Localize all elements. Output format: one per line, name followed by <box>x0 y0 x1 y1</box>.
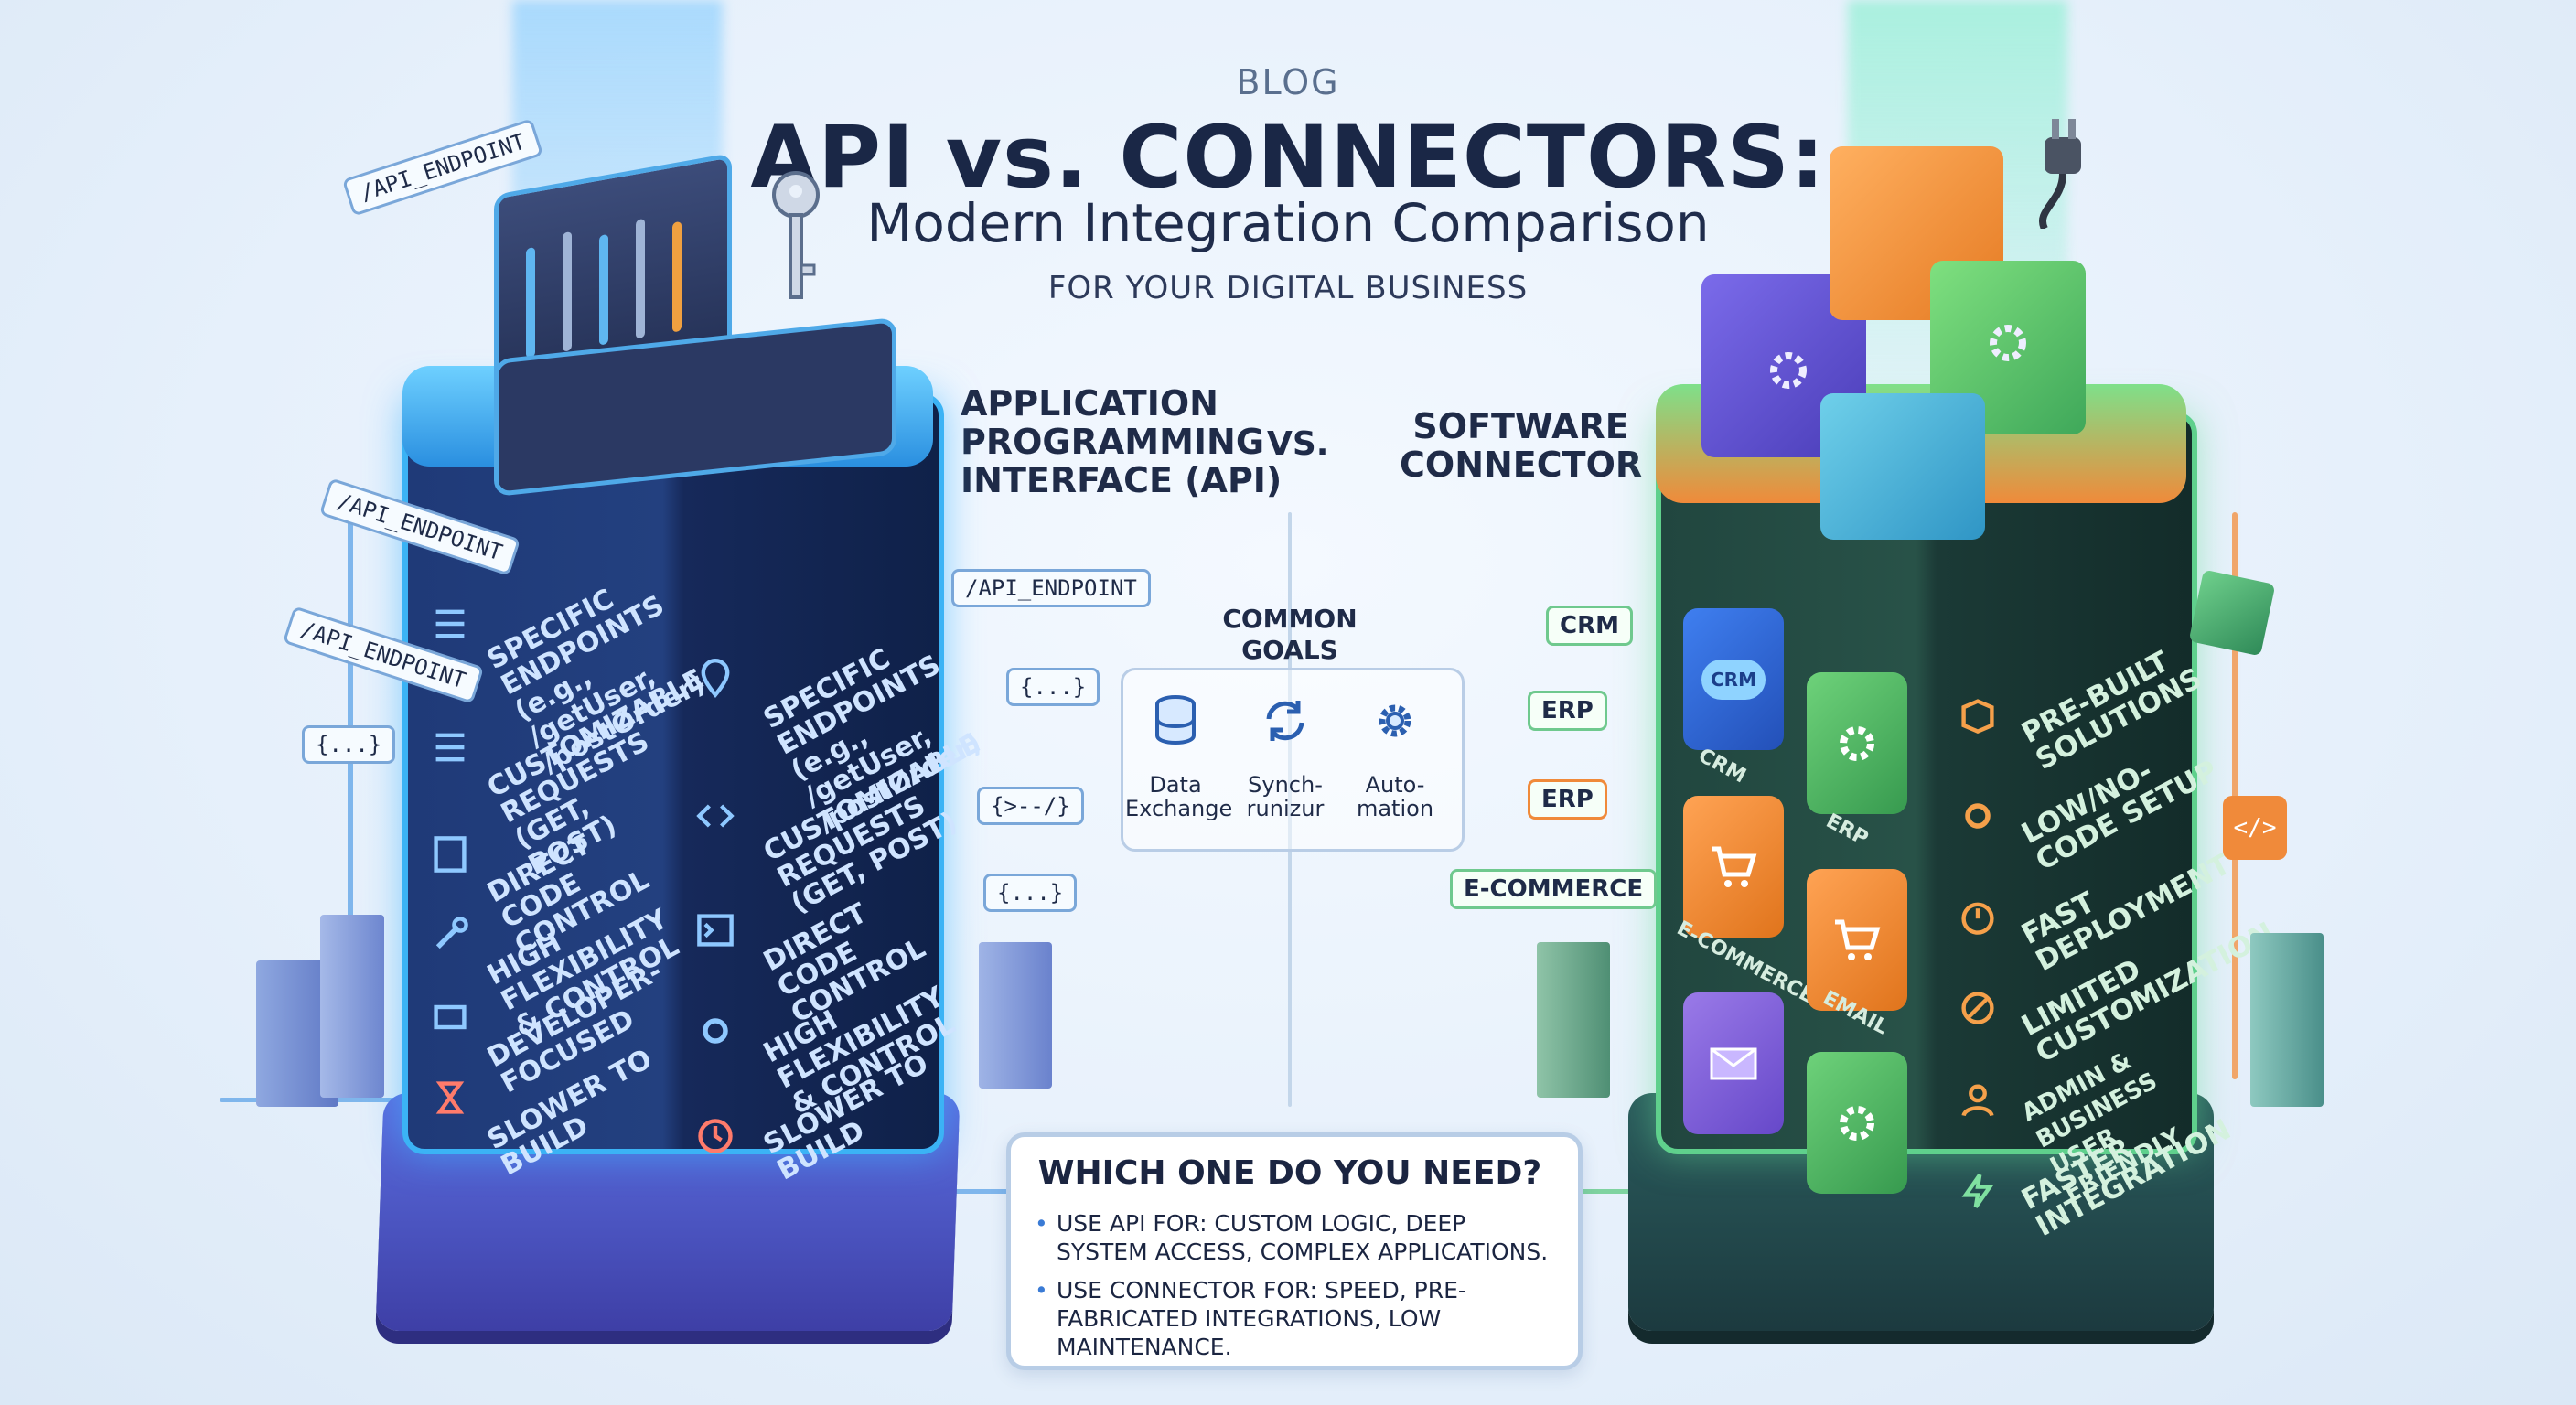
list-icon <box>430 727 470 767</box>
circuit-line <box>933 1189 1015 1194</box>
terminal-icon <box>695 910 735 950</box>
building-icon <box>979 942 1052 1089</box>
database-icon <box>1148 693 1203 748</box>
gear-icon <box>1840 725 1874 761</box>
erp-tile <box>1807 672 1907 814</box>
connector-feature-icons <box>1958 695 2003 1208</box>
common-goals-title: COMMON GOALS <box>1222 604 1358 665</box>
cloud-icon: CRM <box>1701 659 1766 700</box>
page-title: API vs. CONNECTORS: <box>750 108 1826 208</box>
page-subtitle: Modern Integration Comparison <box>866 192 1710 254</box>
code-tag: {...} <box>1006 668 1100 706</box>
users-icon <box>1958 1079 1998 1120</box>
shopping-cart-icon <box>1835 919 1881 960</box>
system-tag: ERP <box>1528 691 1607 731</box>
hourglass-icon <box>430 1078 470 1118</box>
list-icon <box>430 604 470 644</box>
box-icon <box>1958 695 1998 735</box>
email-tile <box>1683 992 1784 1134</box>
api-heading: APPLICATION PROGRAMMING INTERFACE (API) <box>961 383 1283 500</box>
decision-item: USE CONNECTOR FOR: SPEED, PRE-FABRICATED… <box>1035 1276 1560 1361</box>
developer-icon <box>430 997 470 1037</box>
gear-icon <box>1840 1105 1874 1141</box>
connector-heading: SOFTWARE CONNECTOR <box>1400 406 1643 485</box>
puzzle-chat-block-icon <box>1820 393 1985 540</box>
circuit-line <box>348 512 353 1061</box>
cart-tile <box>1807 869 1907 1011</box>
shopping-cart-icon <box>1712 846 1757 887</box>
gear-tile <box>1807 1052 1907 1194</box>
gear-icon <box>695 1011 735 1051</box>
gear-icon <box>1958 796 1998 836</box>
api-right-icons <box>695 659 741 1153</box>
system-tag: CRM <box>1546 606 1633 646</box>
goal-synchronization: Synch- runizur <box>1246 772 1325 821</box>
plug-icon <box>2026 119 2109 231</box>
ecommerce-tile <box>1683 796 1784 938</box>
system-tag: E-COMMERCE <box>1450 869 1658 909</box>
stopwatch-icon <box>1958 896 1998 937</box>
code-icon: </> <box>2223 796 2287 860</box>
location-pin-icon <box>695 659 735 699</box>
document-icon <box>430 834 470 874</box>
limit-icon <box>1958 988 1998 1028</box>
goal-data-exchange: Data Exchange <box>1125 772 1233 821</box>
cube-icon <box>2188 569 2276 657</box>
circuit-line <box>1573 1189 1656 1194</box>
gear-icon <box>1761 343 1816 398</box>
vs-label: VS. <box>1267 425 1329 463</box>
key-icon <box>768 169 823 306</box>
building-icon <box>1537 942 1610 1098</box>
blog-label: BLOG <box>1236 62 1340 102</box>
code-tag: {>--/} <box>977 787 1084 825</box>
api-endpoint-tag: /API_ENDPOINT <box>951 569 1151 607</box>
wrench-icon <box>430 915 470 955</box>
system-tag: ERP <box>1528 779 1607 820</box>
building-icon <box>2250 933 2324 1107</box>
code-icon <box>695 796 735 836</box>
clock-icon <box>695 1116 735 1156</box>
sync-icon <box>1258 693 1313 748</box>
gear-icon <box>1980 316 2035 370</box>
envelope-icon <box>1710 1047 1757 1079</box>
page-tagline: FOR YOUR DIGITAL BUSINESS <box>1047 270 1529 306</box>
goal-automation: Auto- mation <box>1356 772 1434 821</box>
building-icon <box>320 915 384 1098</box>
code-tag: {...} <box>302 725 396 764</box>
crm-tile: CRM <box>1683 608 1784 750</box>
api-pillar <box>402 393 944 1154</box>
decision-title: WHICH ONE DO YOU NEED? <box>1037 1154 1542 1192</box>
code-tag: {...} <box>983 874 1078 912</box>
decision-item: USE API FOR: CUSTOM LOGIC, DEEP SYSTEM A… <box>1035 1209 1560 1266</box>
lightning-icon <box>1958 1171 1998 1211</box>
gear-icon <box>1368 693 1422 748</box>
